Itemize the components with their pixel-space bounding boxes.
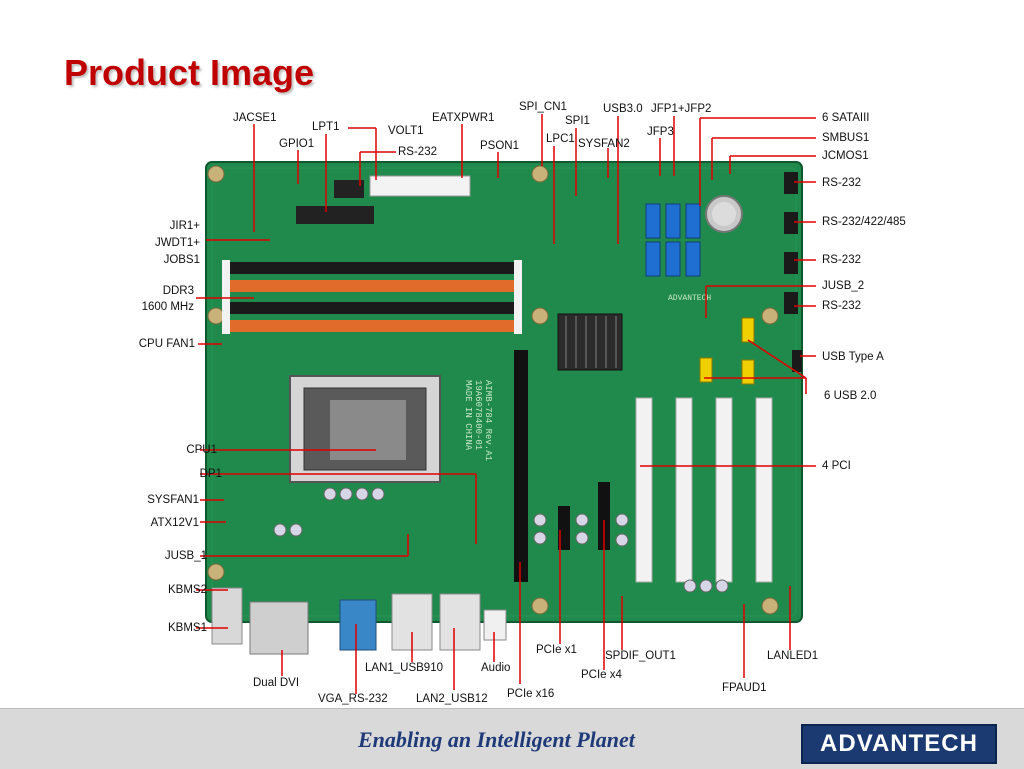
label-lan1-usb910: LAN1_USB910 — [365, 662, 443, 674]
pcie-x1-slot — [558, 506, 570, 550]
label-cpu1: CPU1 — [186, 444, 217, 456]
advantech-logo: ADVANTECH — [801, 724, 997, 764]
label-pcie-x4: PCIe x4 — [581, 669, 622, 681]
usb-type-a-port — [792, 350, 802, 372]
label-kbms2: KBMS2 — [168, 584, 207, 596]
label-ddr3-speed: 1600 MHz — [141, 301, 194, 313]
label-atx12v1: ATX12V1 — [150, 517, 199, 529]
rs232-header-top — [334, 180, 364, 198]
label-lpc1: LPC1 — [546, 133, 575, 145]
label-usb-type-a: USB Type A — [822, 351, 884, 363]
label-audio: Audio — [481, 662, 511, 674]
footer-tagline: Enabling an Intelligent Planet — [358, 727, 635, 752]
label-dp1: DP1 — [199, 468, 222, 480]
label-ddr3: DDR3 — [162, 285, 194, 297]
label-jusb2: JUSB_2 — [822, 280, 865, 292]
label-pson1: PSON1 — [480, 140, 519, 152]
eatxpwr1-connector — [369, 175, 471, 197]
label-eatxpwr1: EATXPWR1 — [432, 112, 495, 124]
leader-lines — [196, 114, 816, 694]
silk-part: 19A6078400-01 — [473, 380, 483, 450]
label-lpt1: LPT1 — [312, 121, 340, 133]
label-rs232-r3: RS-232 — [822, 300, 861, 312]
label-pcie-x16: PCIe x16 — [507, 688, 555, 700]
label-usb30: USB3.0 — [603, 103, 643, 115]
silkscreen: AIMB-784 Rev.A1 19A6078400-01 MADE IN CH… — [463, 294, 711, 461]
label-jusb1: JUSB_1 — [164, 550, 207, 562]
chipset-heatsink — [557, 313, 623, 371]
label-sysfan1: SYSFAN1 — [147, 494, 199, 506]
label-rs232-top: RS-232 — [398, 146, 437, 158]
label-jacse1: JACSE1 — [233, 112, 277, 124]
silk-brand: ADVANTECH — [668, 294, 711, 303]
pcie-x4-slot — [598, 482, 610, 550]
silk-origin: MADE IN CHINA — [463, 380, 473, 451]
label-rs232-r2: RS-232 — [822, 254, 861, 266]
label-jobs1: JOBS1 — [163, 254, 200, 266]
label-jfp3: JFP3 — [647, 126, 674, 138]
dvi-port — [249, 601, 309, 655]
label-cpufan1: CPU FAN1 — [138, 338, 195, 350]
slide-footer: Enabling an Intelligent Planet ADVANTECH — [0, 708, 1024, 769]
ddr3-slots — [222, 260, 522, 334]
label-lan2-usb12: LAN2_USB12 — [416, 693, 488, 705]
label-sysfan2: SYSFAN2 — [578, 138, 630, 150]
label-vga-rs232: VGA_RS-232 — [318, 693, 388, 705]
label-rs232-422-485: RS-232/422/485 — [822, 216, 906, 228]
capacitors — [273, 487, 729, 593]
label-gpio1: GPIO1 — [279, 138, 315, 150]
label-dual-dvi: Dual DVI — [253, 677, 300, 689]
pci-slots — [635, 397, 773, 583]
label-fpaud1: FPAUD1 — [722, 682, 767, 694]
label-usb20: 6 USB 2.0 — [824, 390, 877, 402]
label-pci4: 4 PCI — [822, 460, 851, 472]
label-sataiii: 6 SATAIII — [822, 112, 870, 124]
kbms-ports — [211, 587, 243, 645]
slide-title: Product Image — [64, 52, 315, 93]
label-pcie-x1: PCIe x1 — [536, 644, 577, 656]
label-spdif-out1: SPDIF_OUT1 — [605, 650, 676, 662]
label-volt1: VOLT1 — [388, 125, 424, 137]
audio-jack — [483, 609, 507, 641]
label-jcmos1: JCMOS1 — [822, 150, 869, 162]
label-jfp1-jfp2: JFP1+JFP2 — [651, 103, 712, 115]
label-spi-cn1: SPI_CN1 — [519, 101, 567, 113]
label-spi1: SPI1 — [565, 115, 590, 127]
label-jwdt1: JWDT1+ — [154, 237, 200, 249]
lpt1-header — [296, 206, 374, 224]
rs232-headers-right — [784, 172, 798, 314]
label-rs232-r1: RS-232 — [822, 177, 861, 189]
silk-model: AIMB-784 Rev.A1 — [483, 380, 493, 461]
label-smbus1: SMBUS1 — [822, 132, 870, 144]
label-jir1: JIR1+ — [169, 220, 200, 232]
logo-text: ADVANTECH — [820, 730, 978, 757]
sata-ports — [645, 203, 701, 277]
label-lanled1: LANLED1 — [767, 650, 819, 662]
pcie-x16-slot — [514, 350, 528, 582]
vga-port — [339, 599, 377, 651]
label-kbms1: KBMS1 — [168, 622, 207, 634]
lan-usb-stack-2 — [439, 593, 481, 651]
